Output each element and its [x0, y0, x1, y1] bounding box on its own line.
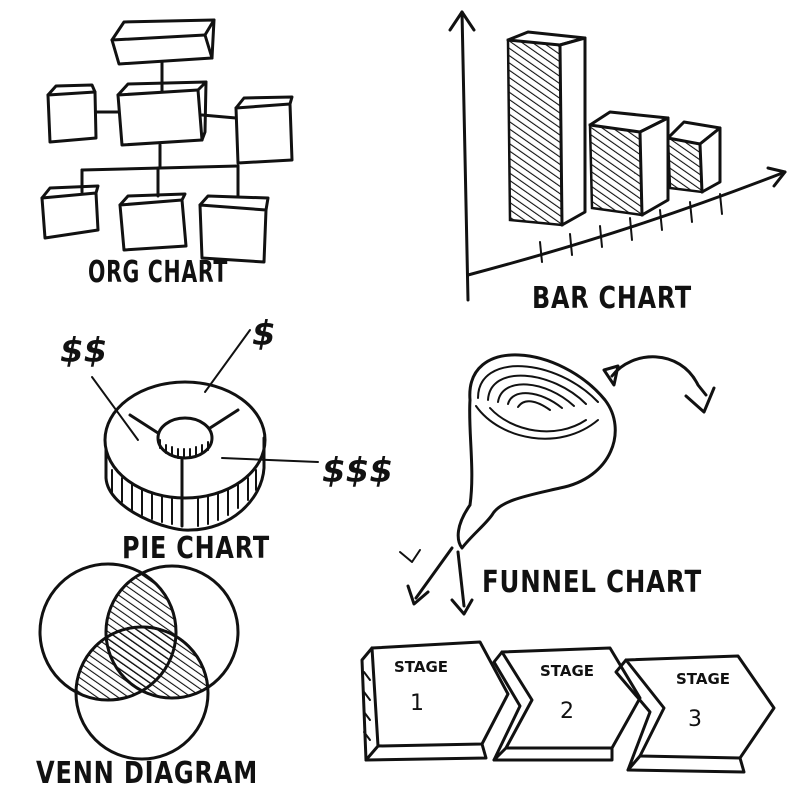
funnel-curved-arrow: [610, 355, 708, 397]
bar-chart-x-axis: [466, 170, 787, 277]
pie-hole-hatching: [159, 439, 209, 459]
venn-circle-bottom: [74, 625, 210, 761]
pie-label-left: $$: [60, 331, 107, 371]
bar-chart-label: BAR CHART: [532, 281, 692, 316]
funnel-outlet-arrowhead-left: [406, 584, 430, 606]
funnel-mouth-rings: [475, 365, 599, 440]
funnel-arrow-tail: [602, 364, 620, 387]
org-box-middle: [116, 80, 208, 147]
org-box-bottom-right: [198, 194, 270, 264]
stage-3-number: 3: [688, 707, 702, 732]
pie-chart: $$ $ $$$ PIE CHART: [60, 314, 393, 566]
org-box-left: [46, 83, 98, 144]
pie-label-right: $$$: [322, 451, 393, 491]
pie-pointer-top: [204, 329, 251, 393]
stage-1-number: 1: [410, 691, 424, 716]
funnel-outlet-arrow-left: [414, 546, 454, 600]
bar-chart-y-arrowhead: [448, 10, 476, 32]
bar-chart-bar-2: [588, 110, 670, 217]
stage-2-label: STAGE: [540, 662, 594, 680]
stage-arrow-1: STAGE 1: [360, 640, 510, 762]
pie-label-top: $: [252, 314, 276, 354]
stage-arrow-3: STAGE 3: [614, 654, 776, 774]
funnel-body: [456, 353, 617, 550]
pie-divider: [128, 413, 160, 435]
pie-side-hatching: [111, 469, 257, 527]
bar-chart-ticks: [539, 193, 723, 263]
pie-pointer-right: [221, 457, 319, 463]
pie-pointer-left: [91, 376, 139, 441]
funnel-outlet-arrowhead-right: [450, 598, 474, 616]
stage-process: STAGE 1 STAGE 2 STAGE 3: [360, 640, 776, 774]
stage-2-number: 2: [560, 699, 574, 724]
venn-circle-right: [104, 564, 240, 700]
stage-3-label: STAGE: [676, 670, 730, 688]
stage-arrow-2: STAGE 2: [492, 646, 642, 762]
org-chart-label: ORG CHART: [88, 255, 228, 290]
pie-top: [103, 380, 267, 500]
pie-divider: [208, 408, 240, 430]
bar-chart-x-arrowhead: [766, 166, 787, 188]
org-chart: ORG CHART: [40, 18, 294, 290]
venn-diagram-label: VENN DIAGRAM: [36, 756, 258, 791]
venn-diagram: VENN DIAGRAM: [36, 562, 258, 791]
org-connector: [80, 164, 240, 172]
org-box-right: [234, 95, 294, 165]
pie-chart-label: PIE CHART: [122, 531, 270, 566]
funnel-curved-arrowhead: [684, 386, 716, 414]
funnel-outlet-arrow-right: [456, 550, 466, 608]
funnel-drip: [399, 549, 421, 563]
pie-side: [104, 436, 266, 532]
funnel-chart-label: FUNNEL CHART: [482, 565, 702, 600]
bar-chart-bar-1: [506, 30, 587, 227]
bar-chart: BAR CHART: [448, 10, 787, 316]
org-box-top: [110, 18, 216, 66]
org-box-bottom-middle: [118, 192, 188, 252]
org-connector: [200, 113, 238, 120]
org-box-bottom-left: [40, 184, 100, 240]
funnel-chart: FUNNEL CHART: [399, 353, 716, 616]
venn-circle-left: [38, 562, 178, 702]
bar-chart-y-axis: [460, 10, 470, 302]
stage-1-label: STAGE: [394, 658, 448, 676]
bar-chart-bar-3: [666, 120, 722, 194]
